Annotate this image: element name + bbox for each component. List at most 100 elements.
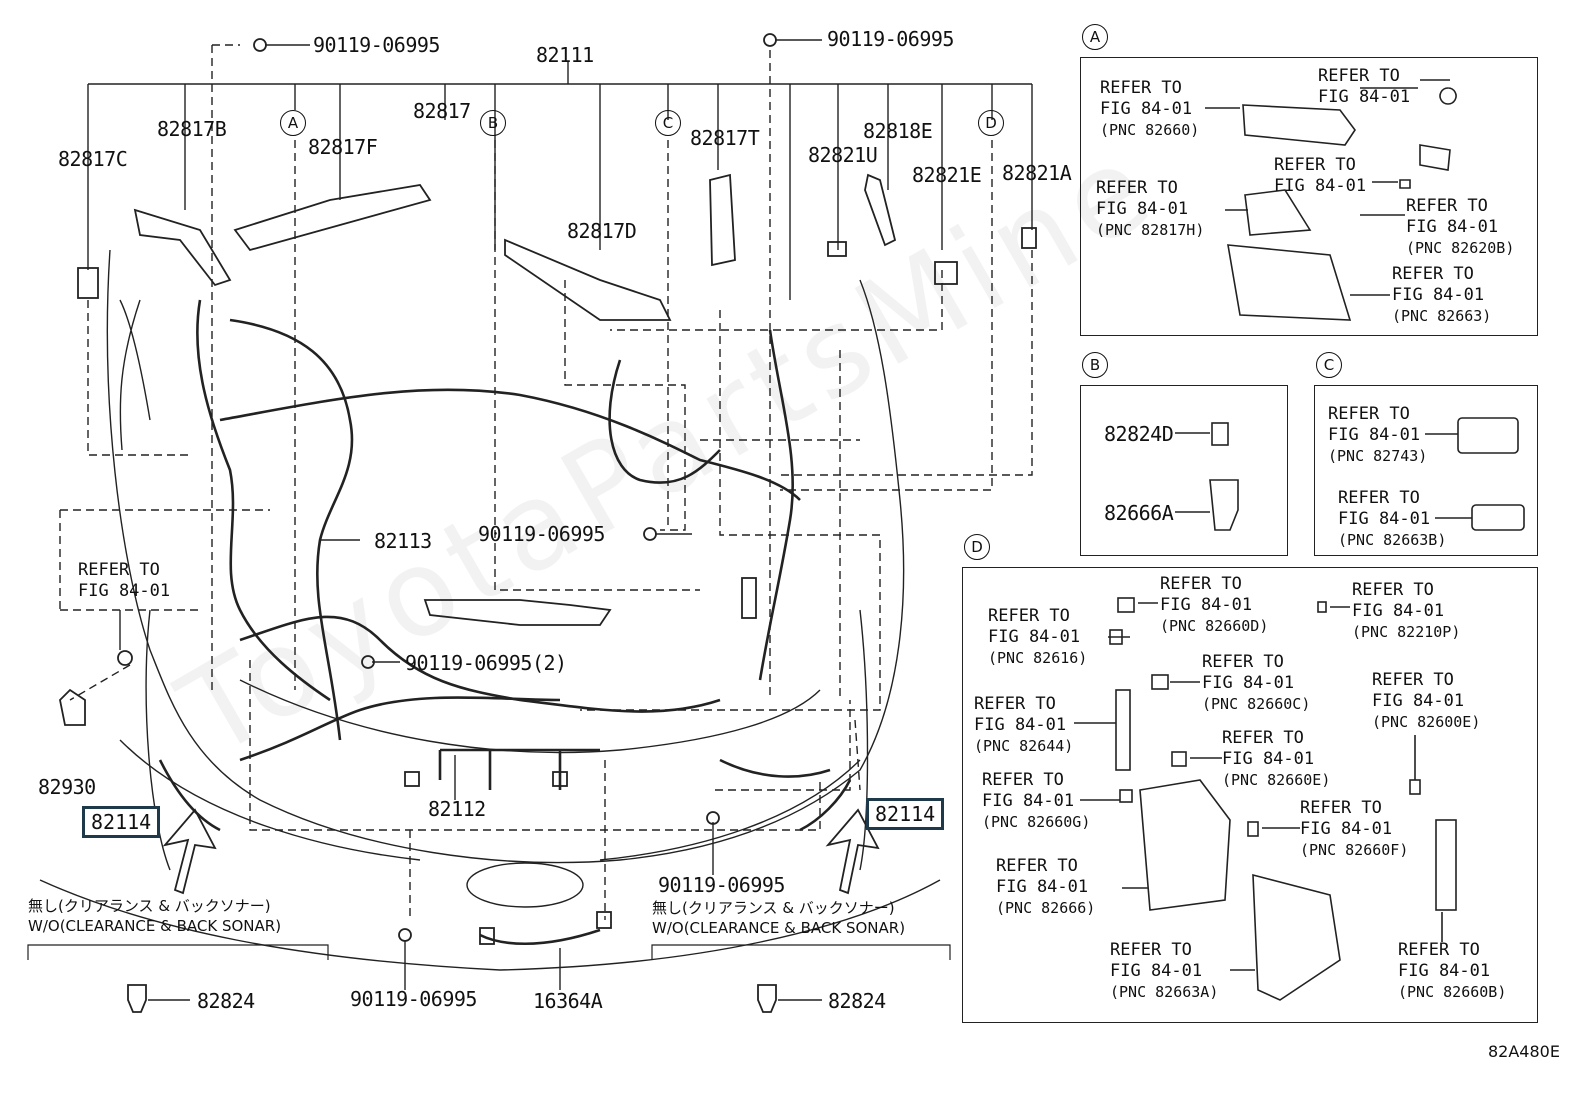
ref-line: REFER TO [1096,178,1178,198]
callout-b-panel: B [1082,352,1108,378]
part-label-82817d: 82817D [567,219,637,243]
panel-c [1314,385,1538,556]
part-label-82817f: 82817F [308,135,378,159]
ref-line: FIG 84-01 [1338,509,1431,529]
ref-line: FIG 84-01 [1328,425,1421,445]
part-label-82821a: 82821A [1002,161,1072,185]
ref-line: FIG 84-01 [1392,285,1485,305]
ref-pnc: (PNC 82660E) [1222,771,1331,789]
part-label-82666a: 82666A [1104,501,1174,525]
ref-pnc: (PNC 82660) [1100,121,1200,139]
ref-line: REFER TO [1318,66,1400,86]
part-label-82111: 82111 [536,43,594,67]
part-label-82113: 82113 [374,529,432,553]
ref-line: REFER TO [1398,940,1480,960]
ref-line: REFER TO [1406,196,1488,216]
ref-pnc: (PNC 82663A) [1110,983,1219,1001]
ref-pnc: (PNC 82660B) [1398,983,1507,1001]
ref-pnc: (PNC 82663B) [1338,531,1447,549]
ref-line: FIG 84-01 [1202,673,1295,693]
ref-pnc: (PNC 82743) [1328,447,1428,465]
part-label-82824-left: 82824 [197,989,255,1013]
bolt-label-top-left: 90119-06995 [313,33,440,57]
callout-b-main: B [480,110,506,136]
part-label-82114-left[interactable]: 82114 [82,806,161,838]
ref-line: FIG 84-01 [988,627,1081,647]
ref-line: REFER TO [1110,940,1192,960]
ref-line: REFER TO [1338,488,1420,508]
part-label-82821u: 82821U [808,143,878,167]
refer-left-line1: REFER TO [78,560,160,580]
part-label-82114-right[interactable]: 82114 [866,798,945,830]
ref-pnc: (PNC 82660D) [1160,617,1269,635]
part-label-82817t: 82817T [690,126,760,150]
ref-line: REFER TO [988,606,1070,626]
bolt-label-lower-right: 90119-06995 [658,873,785,897]
ref-line: REFER TO [1202,652,1284,672]
figure-code: 82A480E [1488,1042,1560,1061]
part-label-82930: 82930 [38,775,96,799]
ref-line: REFER TO [1372,670,1454,690]
ref-pnc: (PNC 82660G) [982,813,1091,831]
ref-line: REFER TO [1160,574,1242,594]
ref-line: FIG 84-01 [1096,199,1189,219]
ref-line: REFER TO [982,770,1064,790]
bolt-label-top-right: 90119-06995 [827,27,954,51]
callout-c-main: C [655,110,681,136]
bolt-label-mid: 90119-06995 [478,522,605,546]
ref-line: FIG 84-01 [996,877,1089,897]
part-label-16364a: 16364A [533,989,603,1013]
ref-pnc: (PNC 82663) [1392,307,1492,325]
note-left-en: W/O(CLEARANCE & BACK SONAR) [28,917,282,935]
callout-a-panel: A [1082,24,1108,50]
ref-line: FIG 84-01 [1300,819,1393,839]
ref-pnc: (PNC 82660F) [1300,841,1409,859]
ref-line: REFER TO [1222,728,1304,748]
ref-line: FIG 84-01 [1318,87,1411,107]
note-right-jp: 無し(クリアランス & バックソナー) [652,899,895,917]
ref-line: FIG 84-01 [1352,601,1445,621]
bolt-label-bottom: 90119-06995 [350,987,477,1011]
ref-pnc: (PNC 82620B) [1406,239,1515,257]
ref-line: REFER TO [1274,155,1356,175]
part-label-82817b: 82817B [157,117,227,141]
callout-c-panel: C [1316,352,1342,378]
ref-line: FIG 84-01 [1274,176,1367,196]
part-label-82817c: 82817C [58,147,128,171]
ref-line: FIG 84-01 [1100,99,1193,119]
part-label-82824d: 82824D [1104,422,1174,446]
panel-a [1080,57,1538,336]
note-left: 無し(クリアランス & バックソナー) W/O(CLEARANCE & BACK … [28,896,281,936]
ref-pnc: (PNC 82616) [988,649,1088,667]
note-left-jp: 無し(クリアランス & バックソナー) [28,897,271,915]
ref-line: REFER TO [996,856,1078,876]
ref-pnc: (PNC 82817H) [1096,221,1205,239]
callout-d-panel: D [964,534,990,560]
ref-pnc: (PNC 82644) [974,737,1074,755]
ref-line: FIG 84-01 [1398,961,1491,981]
part-label-82112: 82112 [428,797,486,821]
callout-d-main: D [978,110,1004,136]
bolt-label-mid2: 90119-06995(2) [405,651,567,675]
ref-line: REFER TO [1352,580,1434,600]
ref-line: FIG 84-01 [1406,217,1499,237]
